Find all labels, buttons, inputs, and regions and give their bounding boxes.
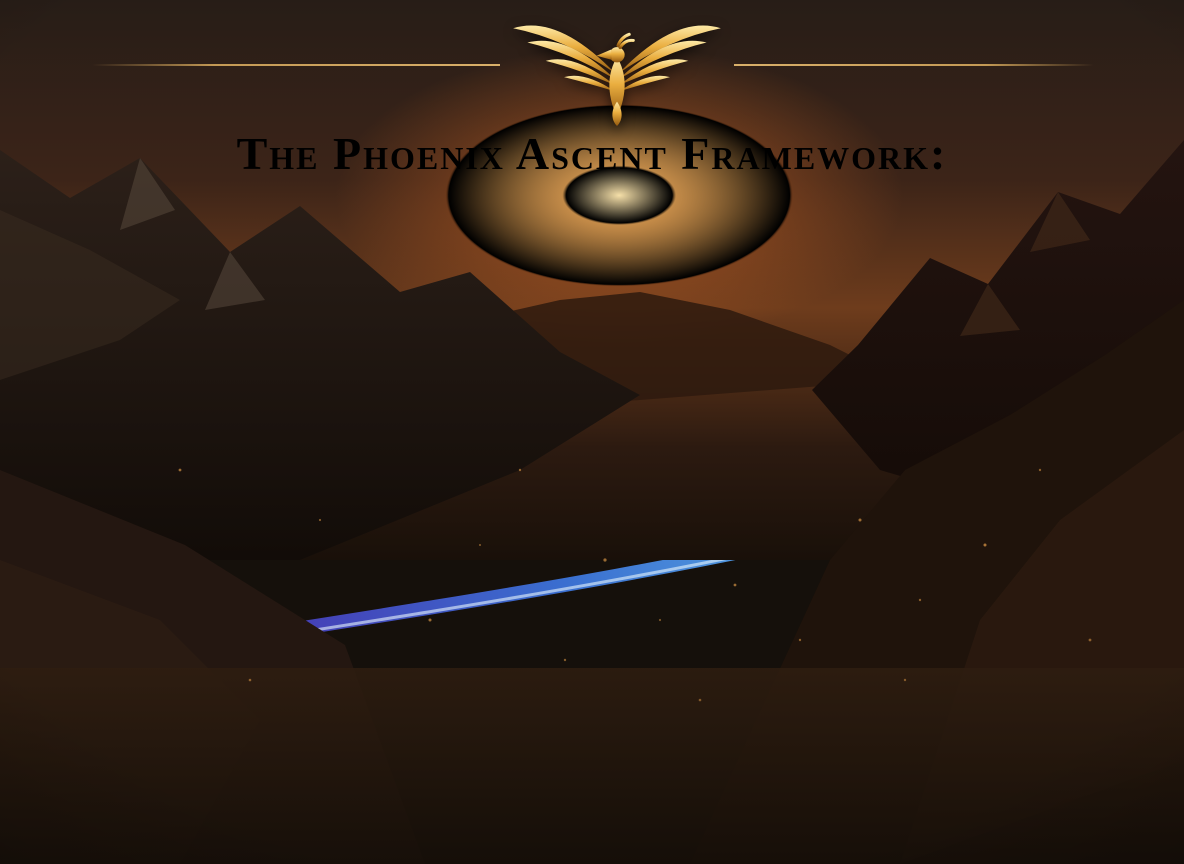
phoenix-icon: [505, 14, 729, 126]
page-title: The Phoenix Ascent Framework:: [236, 127, 948, 179]
gold-divider-line: [734, 64, 1094, 66]
gold-divider-line: [92, 64, 500, 66]
